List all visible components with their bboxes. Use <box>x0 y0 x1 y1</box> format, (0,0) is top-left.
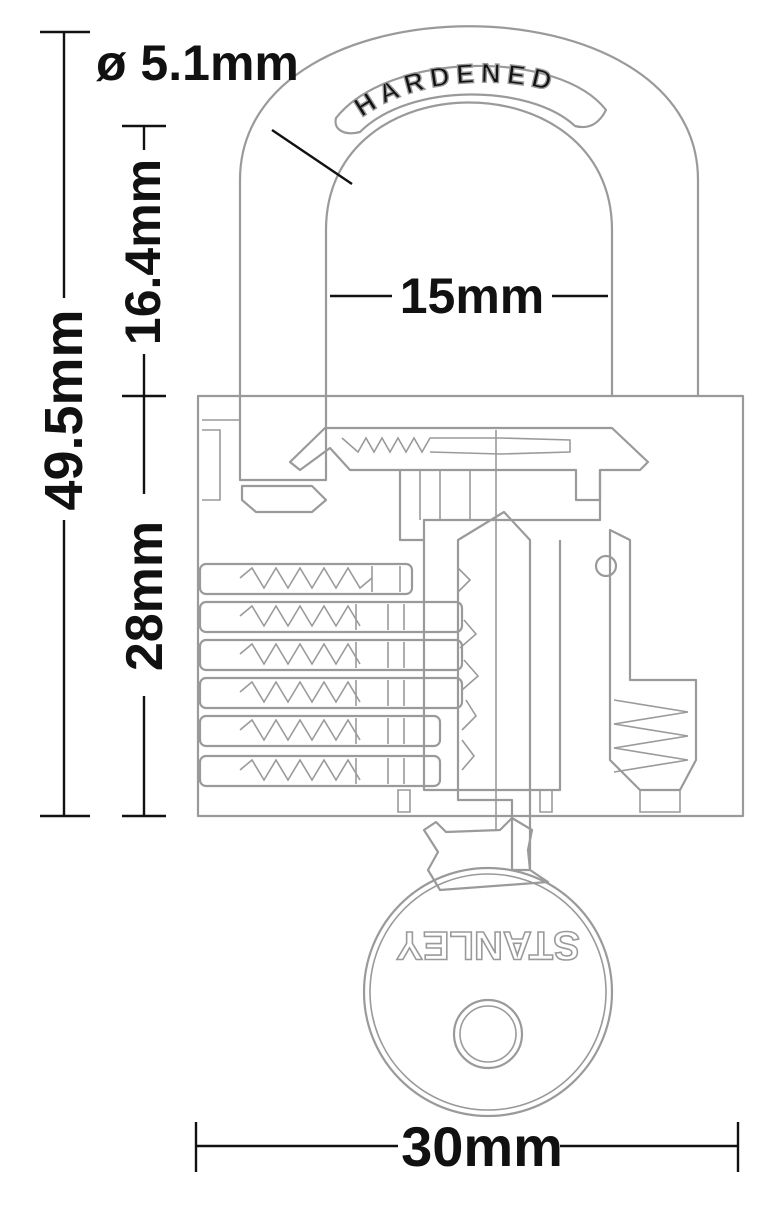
key-brand-marking: STANLEY <box>396 923 580 967</box>
shackle-diameter-label: ø 5.1mm <box>96 35 299 91</box>
pin-stack-4 <box>198 676 464 710</box>
shackle: HARDENED <box>238 25 700 482</box>
body-width-label: 30mm <box>401 1115 563 1178</box>
pin-stacks <box>198 562 464 788</box>
dimension-lines <box>40 30 740 1172</box>
dimension-labels: ø 5.1mm 15mm 30mm 49.5mm 16.4mm 28mm <box>34 35 563 1178</box>
shackle-clearance-label: 16.4mm <box>115 159 171 345</box>
pin-stack-3 <box>198 638 464 672</box>
overall-height-label: 49.5mm <box>34 309 94 510</box>
pin-stack-2 <box>198 600 464 634</box>
body-height-label: 28mm <box>116 521 174 671</box>
pin-stack-1 <box>198 562 414 596</box>
pin-stack-6 <box>198 754 442 788</box>
pin-stack-5 <box>198 714 442 748</box>
key: STANLEY <box>362 816 614 1118</box>
lock-body <box>196 394 745 872</box>
shackle-width-label: 15mm <box>400 268 545 324</box>
